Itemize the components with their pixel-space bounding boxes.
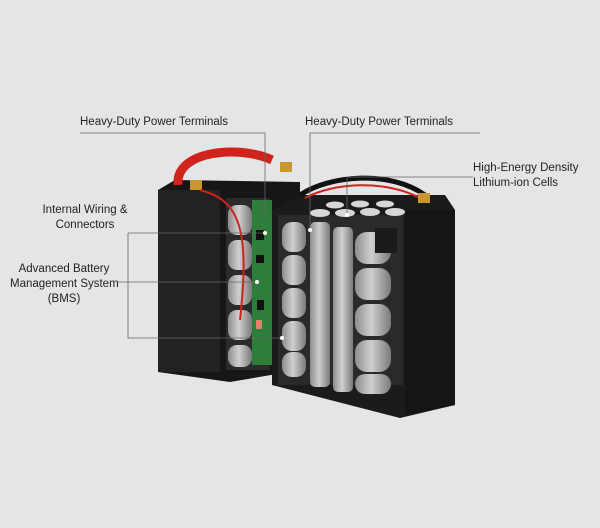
label-terminals-left: Heavy-Duty Power Terminals [80,116,229,128]
label-wiring: Internal Wiring & Connectors [38,203,132,233]
label-bms-line3: (BMS) [47,293,81,305]
right-battery-pack [272,175,455,418]
left-battery-pack [158,147,300,382]
bms-board [252,200,272,365]
label-cells-line1: High-Energy Density [473,162,579,174]
label-cells-line2: Lithium-ion Cells [473,177,559,189]
label-bms-line2: Management System [10,278,119,290]
label-terminals-right: Heavy-Duty Power Terminals [305,116,454,128]
terminal [190,180,202,190]
leader-lines [80,132,480,339]
terminal [280,162,292,172]
terminal [418,193,430,203]
label-wiring-line2: Connectors [55,219,115,231]
label-cells: High-Energy Density Lithium-ion Cells [473,161,578,191]
label-bms: Advanced Battery Management System (BMS) [10,262,119,307]
label-wiring-line1: Internal Wiring & [42,204,128,216]
handle [173,147,274,186]
label-bms-line1: Advanced Battery [18,263,110,275]
